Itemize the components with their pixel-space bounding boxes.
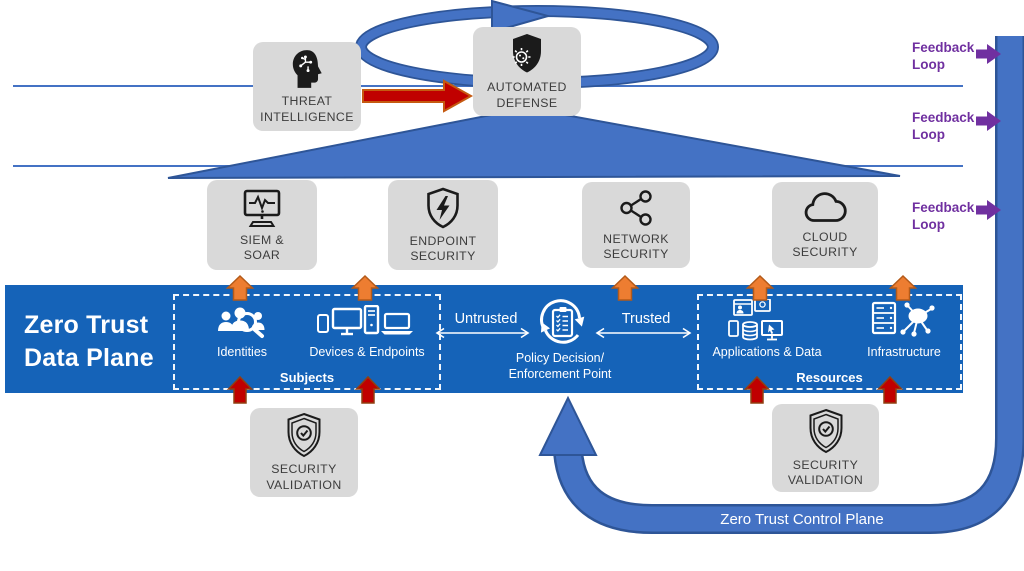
policy-point-label: Policy Decision/ Enforcement Point [508, 351, 612, 381]
siem-soar-label: SIEM & SOAR [239, 232, 285, 262]
shield-check-icon [287, 412, 321, 458]
security-validation-right-box: SECURITY VALIDATION [772, 404, 879, 492]
cloud-security-label: CLOUD SECURITY [792, 229, 858, 259]
infrastructure-label: Infrastructure [867, 345, 941, 359]
siem-soar-box: SIEM & SOAR [207, 180, 317, 270]
endpoint-security-box: ENDPOINT SECURITY [388, 180, 498, 270]
shield-virus-icon [512, 34, 541, 73]
feedback-loop-label-2: Feedback Loop [912, 110, 975, 142]
shield-bolt-icon [427, 187, 459, 228]
threat-intelligence-head-circuit-icon [292, 50, 322, 88]
subjects-group-label: Subjects [279, 370, 335, 385]
feedback-loop-label-3: Feedback Loop [912, 200, 975, 232]
threat-intelligence-label: THREAT INTELLIGENCE [260, 94, 354, 124]
identities-label: Identities [216, 345, 268, 359]
security-validation-label: SECURITY VALIDATION [266, 462, 342, 492]
share-nodes-icon [620, 189, 652, 226]
automated-defense-box: AUTOMATED DEFENSE [473, 27, 581, 116]
cloud-icon [804, 191, 847, 222]
subjects-group: Identities Devices & Endpoints Subjects [173, 294, 441, 390]
zero-trust-data-plane: Zero Trust Data Plane Identities [5, 285, 963, 393]
network-security-box: NETWORK SECURITY [582, 182, 690, 268]
cloud-security-box: CLOUD SECURITY [772, 182, 878, 268]
threat-intelligence-box: THREAT INTELLIGENCE [253, 42, 361, 131]
security-validation-left-box: SECURITY VALIDATION [250, 408, 358, 497]
threat-to-defense-arrow [362, 79, 474, 113]
resources-group-label: Resources [796, 370, 863, 385]
data-plane-title: Zero Trust Data Plane [24, 311, 154, 372]
endpoint-security-label: ENDPOINT SECURITY [409, 233, 477, 263]
shield-check-icon [809, 408, 842, 453]
automated-defense-label: AUTOMATED DEFENSE [487, 80, 567, 110]
monitor-pulse-icon [243, 189, 281, 227]
trusted-label: Trusted [621, 311, 671, 327]
untrusted-label: Untrusted [454, 311, 518, 327]
resources-group: Applications & Data [697, 294, 962, 390]
control-plane-loop-arrowhead [538, 395, 598, 456]
security-validation-label: SECURITY VALIDATION [787, 457, 864, 487]
control-plane-label: Zero Trust Control Plane [720, 511, 884, 528]
policy-cycle-icon [540, 299, 585, 344]
infrastructure-icon [871, 301, 935, 337]
devices-endpoints-icon [317, 305, 413, 336]
network-security-label: NETWORK SECURITY [603, 231, 669, 261]
applications-data-icon [728, 299, 783, 341]
applications-data-label: Applications & Data [712, 345, 822, 359]
devices-endpoints-label: Devices & Endpoints [309, 345, 425, 359]
feedback-loop-label-1: Feedback Loop [912, 40, 975, 72]
identities-icon [218, 307, 265, 338]
